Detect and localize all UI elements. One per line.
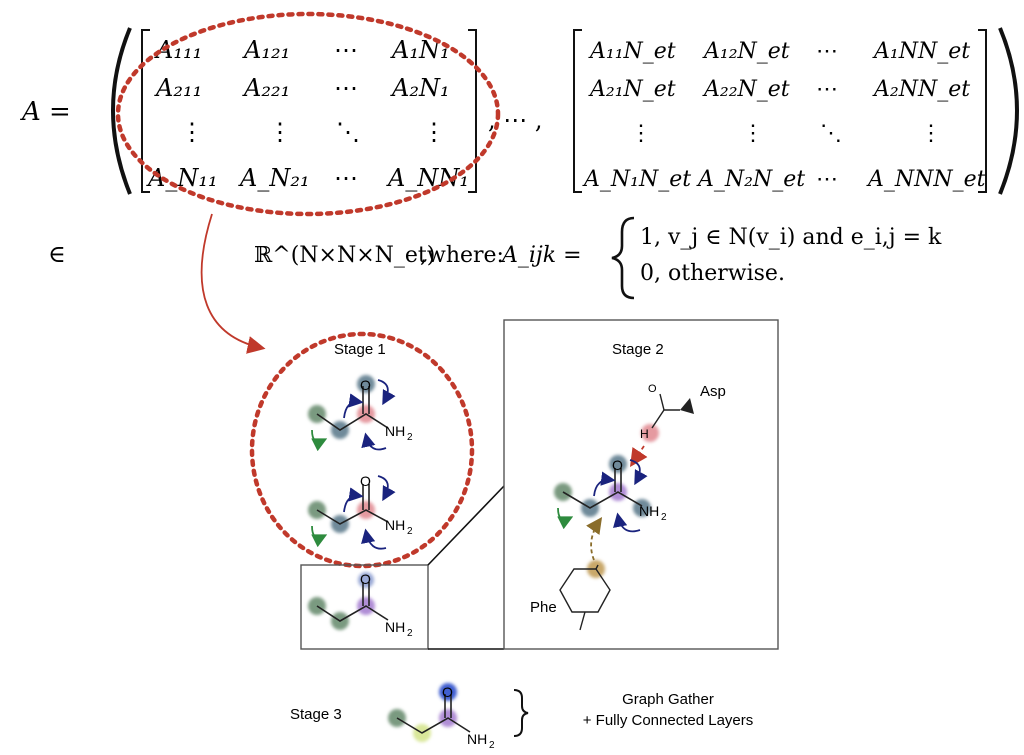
asp-oxygen: O xyxy=(648,383,657,395)
m2-cell: ⋮ xyxy=(920,121,942,146)
m1-cell: A₂N₁ xyxy=(390,74,450,102)
element-of-symbol: ∈ xyxy=(48,240,66,268)
m1-cell: A₂₂₁ xyxy=(242,74,290,102)
m1-cell: A_N₂₁ xyxy=(238,164,310,192)
m1-cell: ⋮ xyxy=(268,118,292,146)
stage1-molecule-top: O NH 2 xyxy=(308,375,413,452)
oxygen-label: O xyxy=(360,377,371,393)
matrix2-left-bracket xyxy=(573,29,582,193)
where-label: ,where: xyxy=(420,243,504,268)
matrix1-right-bracket xyxy=(468,29,477,193)
amine-subscript: 2 xyxy=(407,432,413,443)
cases-brace xyxy=(611,216,635,300)
amine-subscript: 2 xyxy=(661,512,667,523)
zoom-line-top xyxy=(427,485,505,566)
m1-cell: ⋯ xyxy=(334,36,358,64)
real-space: ℝ^(N×N×N_et) xyxy=(254,243,435,268)
input-molecule: O NH 2 xyxy=(308,571,413,639)
stage1-label: Stage 1 xyxy=(334,341,386,358)
m2-cell: A₁₁N_et xyxy=(588,39,676,64)
matrix1-left-bracket xyxy=(141,29,150,193)
right-paren xyxy=(998,27,1019,195)
stage2-label: Stage 2 xyxy=(612,341,664,358)
m1-cell: ⋮ xyxy=(180,118,204,146)
asp-label: Asp xyxy=(700,383,726,400)
m1-cell: A₁₂₁ xyxy=(242,36,290,64)
m2-cell: A₁₂N_et xyxy=(702,39,790,64)
amine-label: NH xyxy=(385,619,405,635)
m2-cell: ⋮ xyxy=(630,121,652,146)
m2-cell: A₂₁N_et xyxy=(588,77,676,102)
m1-cell: ⋮ xyxy=(422,118,446,146)
stage3-desc-line2: + Fully Connected Layers xyxy=(583,712,754,729)
input-molecule-box xyxy=(300,564,429,650)
m2-cell: ⋯ xyxy=(816,167,838,192)
m1-cell: A₁₁₁ xyxy=(154,36,202,64)
case-two: 0, otherwise. xyxy=(640,261,785,286)
m2-cell: A_NNN_et xyxy=(866,167,986,192)
amine-subscript: 2 xyxy=(407,526,413,537)
m1-cell: ⋯ xyxy=(334,74,358,102)
equation-lhs: A = xyxy=(20,97,71,127)
oxygen-label: O xyxy=(360,571,371,587)
matrix1: A₁₁₁ A₁₂₁ ⋯ A₁N₁ A₂₁₁ A₂₂₁ ⋯ A₂N₁ ⋮ ⋮ ⋱ … xyxy=(146,36,469,192)
m2-cell: A₁NN_et xyxy=(872,39,970,64)
matrix2: A₁₁N_et A₁₂N_et ⋯ A₁NN_et A₂₁N_et A₂₂N_e… xyxy=(582,39,986,192)
oxygen-label: O xyxy=(442,684,453,700)
amine-label: NH xyxy=(639,503,659,519)
amine-label: NH xyxy=(467,731,487,747)
m2-cell: ⋱ xyxy=(820,121,842,146)
hydroxyl-label: H xyxy=(640,427,649,441)
aijk-label: A_ijk = xyxy=(500,243,582,268)
stage3-desc-line1: Graph Gather xyxy=(622,691,714,708)
matrix2-right-bracket xyxy=(978,29,987,193)
m2-cell: A₂NN_et xyxy=(872,77,970,102)
stage2-molecule: H O Asp O NH 2 Phe xyxy=(530,383,726,631)
stage1-molecule-bottom: O NH 2 xyxy=(308,473,413,550)
stage3-molecule: O NH 2 xyxy=(388,683,495,751)
m1-cell: ⋯ xyxy=(334,164,358,192)
phe-label: Phe xyxy=(530,599,557,616)
amine-subscript: 2 xyxy=(489,740,495,751)
amine-label: NH xyxy=(385,517,405,533)
m1-cell: A₁N₁ xyxy=(390,36,450,64)
matrix-to-stage1-arrow xyxy=(200,213,266,354)
m2-cell: ⋮ xyxy=(742,121,764,146)
oxygen-label: O xyxy=(360,473,371,489)
left-paren xyxy=(111,27,132,195)
amine-label: NH xyxy=(385,423,405,439)
case-one: 1, v_j ∈ N(v_i) and e_i,j = k xyxy=(640,225,942,250)
amine-subscript: 2 xyxy=(407,628,413,639)
m2-cell: A_N₂N_et xyxy=(696,167,805,192)
m2-cell: A₂₂N_et xyxy=(702,77,790,102)
stage3-brace xyxy=(513,689,529,737)
m1-cell: ⋱ xyxy=(336,118,360,146)
matrix1-highlight-ellipse xyxy=(115,11,501,217)
m2-cell: A_N₁N_et xyxy=(582,167,691,192)
stage2-box xyxy=(503,319,779,650)
m2-cell: ⋯ xyxy=(816,77,838,102)
stage3-label: Stage 3 xyxy=(290,706,342,723)
m1-cell: A₂₁₁ xyxy=(154,74,202,102)
oxygen-label: O xyxy=(612,457,623,473)
m2-cell: ⋯ xyxy=(816,39,838,64)
stage1-highlight-ellipse xyxy=(249,331,475,569)
